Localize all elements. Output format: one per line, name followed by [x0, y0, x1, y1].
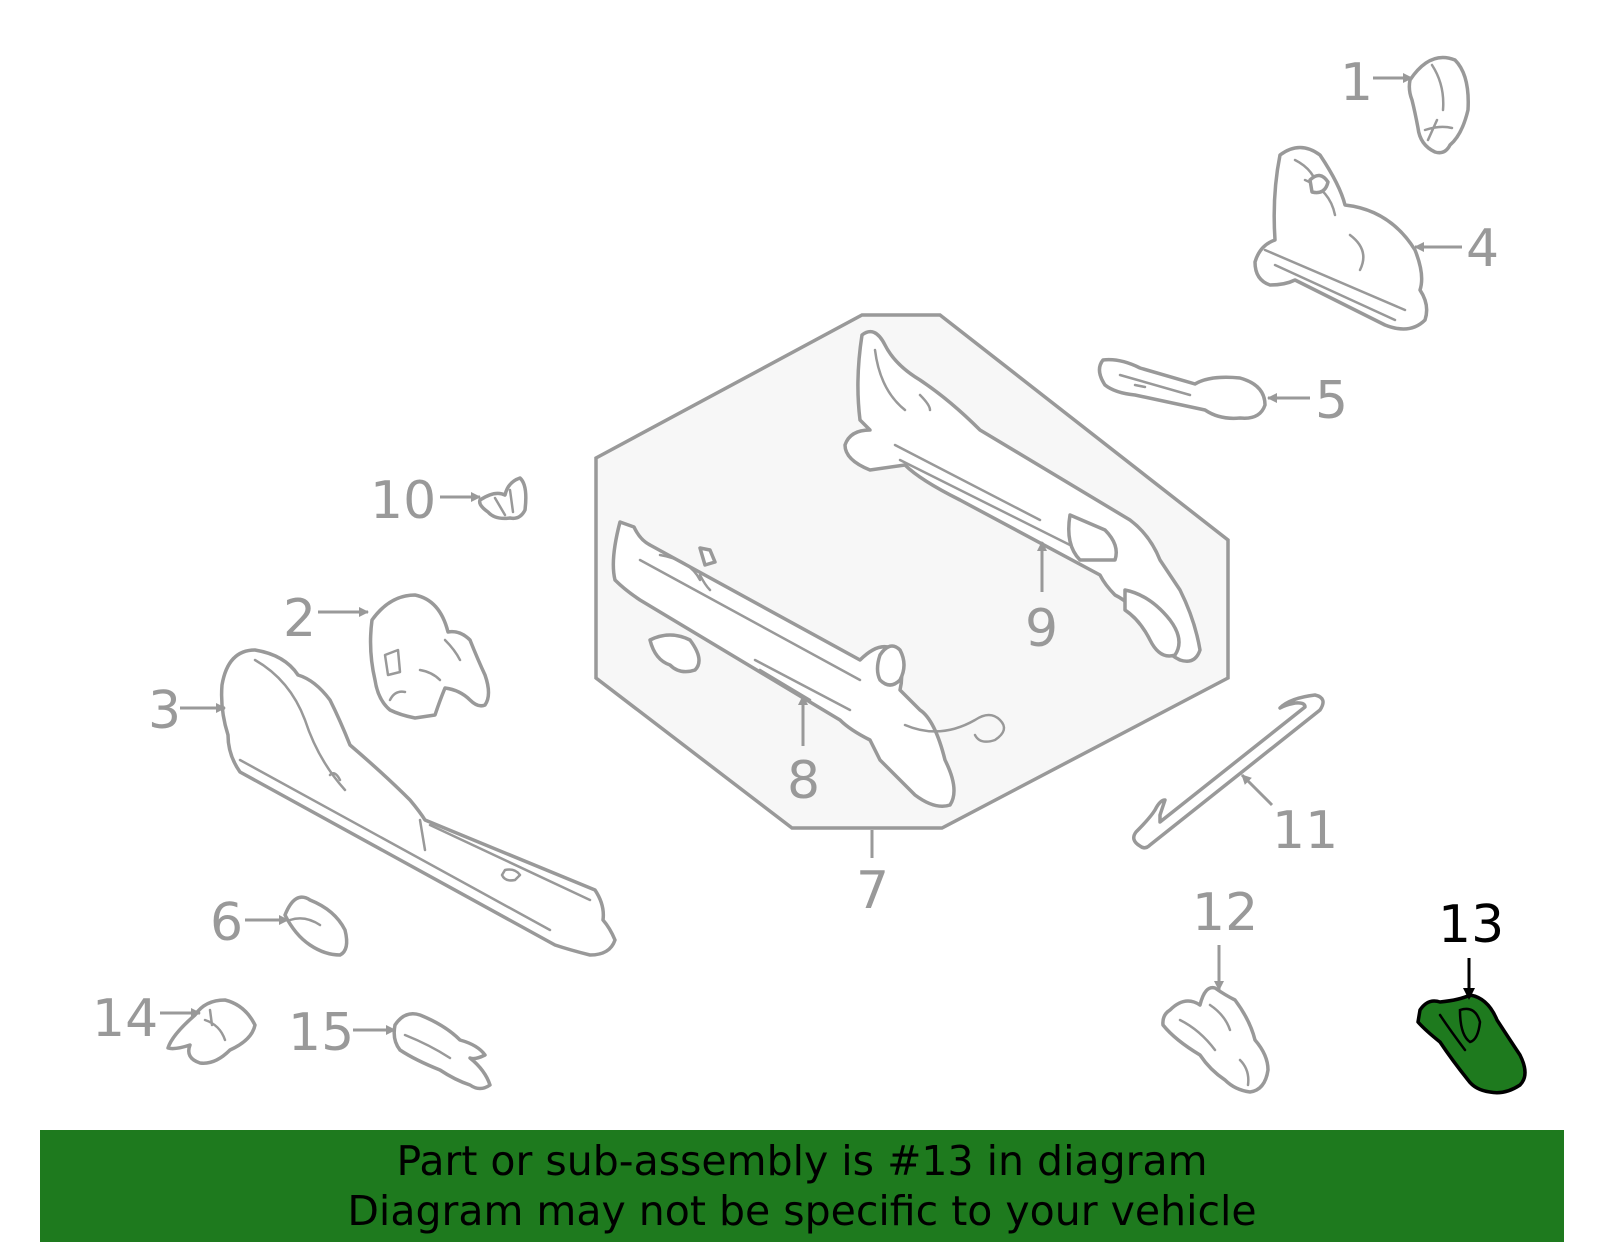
part-5: [1097, 357, 1267, 421]
part-4: [1253, 145, 1429, 331]
part-12: [1161, 985, 1270, 1094]
callout-13: 13: [1438, 895, 1504, 955]
part-14: [166, 998, 257, 1065]
callout-4: 4: [1466, 219, 1499, 279]
banner-line-2: Diagram may not be specific to your vehi…: [347, 1187, 1257, 1235]
part-2: [368, 593, 491, 720]
callout-3: 3: [148, 681, 181, 741]
callout-11: 11: [1272, 801, 1338, 861]
callout-9: 9: [1025, 599, 1058, 659]
callout-2: 2: [283, 589, 316, 649]
info-banner: Part or sub-assembly is #13 in diagram D…: [40, 1130, 1564, 1242]
banner-line-1: Part or sub-assembly is #13 in diagram: [396, 1137, 1208, 1185]
callout-5: 5: [1315, 371, 1348, 431]
part-8-lower-track: [611, 520, 1006, 808]
callout-14: 14: [92, 989, 158, 1049]
callout-7: 7: [856, 861, 889, 921]
part-6: [283, 895, 349, 957]
callout-10: 10: [370, 471, 436, 531]
callout-1: 1: [1340, 53, 1373, 113]
part-3: [219, 648, 617, 957]
assembly-7-outline: [594, 313, 1230, 830]
part-13-highlighted: [1416, 993, 1527, 1095]
callout-12: 12: [1192, 883, 1258, 943]
part-1: [1407, 55, 1470, 155]
callout-6: 6: [210, 893, 243, 953]
callout-15: 15: [288, 1003, 354, 1063]
part-9-upper-track: [843, 329, 1202, 663]
part-11: [1132, 693, 1325, 850]
part-10: [477, 476, 528, 521]
part-15: [392, 1012, 492, 1091]
callout-8: 8: [787, 751, 820, 811]
